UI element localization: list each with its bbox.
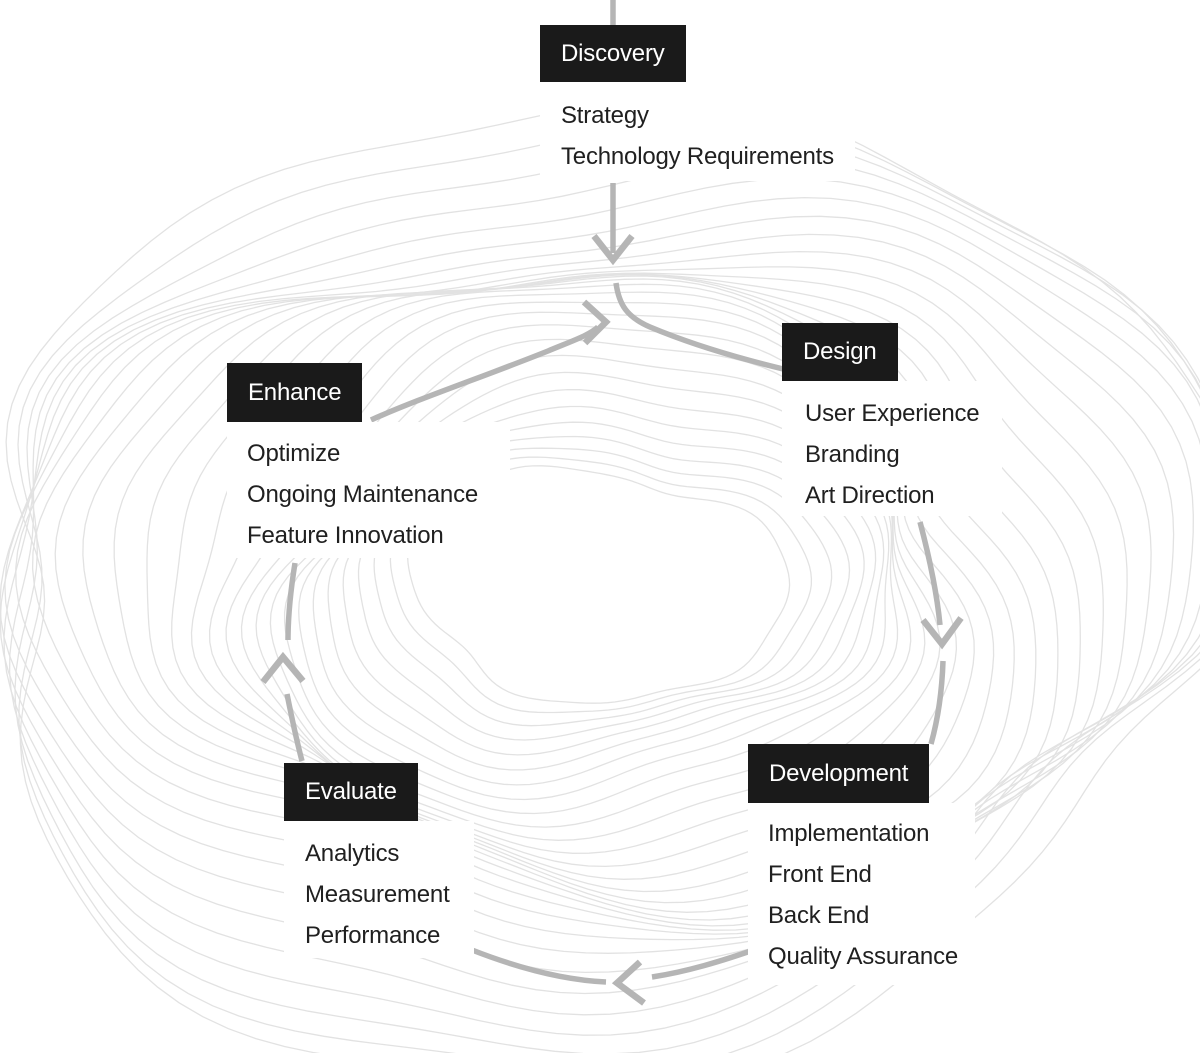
stage-items-evaluate: Analytics Measurement Performance [284,821,474,958]
stage-label-text: Discovery [561,40,665,67]
arrowhead-left-icon [611,959,646,1006]
stage-item: Optimize [247,440,341,467]
arc-enhance-to-top [369,324,600,423]
stage-label-development: Development [748,744,930,803]
contour-line [342,421,865,756]
stage-item: User Experience [805,400,980,427]
arrowhead-down2-icon [920,616,964,650]
stage-item: Implementation [768,820,930,847]
stage-items-design: User Experience Branding Art Direction [782,381,1002,516]
stage-items-development: Implementation Front End Back End Qualit… [748,803,975,985]
stage-label-design: Design [782,323,898,381]
stage-item: Measurement [305,881,450,908]
stage-item: Art Direction [805,482,935,509]
stage-label-text: Enhance [248,379,342,406]
contour-line [312,388,885,786]
contour-line [406,465,791,704]
node-discovery: Discovery Strategy Technology Requiremen… [540,25,855,181]
arrowhead-right-icon [581,299,611,346]
stage-item: Branding [805,441,900,468]
stage-label-evaluate: Evaluate [284,763,418,821]
contour-line [298,371,890,801]
contour-line [389,456,813,714]
arc-design-to-dev-2 [928,660,946,745]
stage-item: Back End [768,902,870,929]
node-enhance: Enhance Optimize Ongoing Maintenance Fea… [227,363,510,558]
node-design: Design User Experience Branding Art Dire… [782,323,1002,516]
node-development: Development Implementation Front End Bac… [748,744,975,985]
stage-items-enhance: Optimize Ongoing Maintenance Feature Inn… [227,422,510,558]
arrowhead-up-icon [260,651,306,685]
stage-item: Performance [305,922,441,949]
arc-dev-to-evaluate-2 [470,947,607,985]
stage-label-discovery: Discovery [540,25,686,82]
arc-evaluate-to-enhance-1 [284,693,305,762]
contour-line [5,96,1200,1053]
stage-label-text: Design [803,338,877,365]
stage-item: Technology Requirements [561,143,834,170]
arc-design-to-dev-1 [917,521,943,626]
stage-item: Feature Innovation [247,522,444,549]
stage-item: Analytics [305,840,400,867]
stage-label-text: Development [769,760,909,787]
node-evaluate: Evaluate Analytics Measurement Performan… [284,763,474,958]
stage-item: Quality Assurance [768,943,959,970]
contour-line [327,405,877,771]
stage-item: Front End [768,861,872,888]
arc-evaluate-to-enhance-2 [285,562,298,641]
contour-line [357,435,851,741]
stage-item: Ongoing Maintenance [247,481,479,508]
contour-line [3,177,1200,1016]
arrowhead-down-icon [591,233,635,266]
stage-label-enhance: Enhance [227,363,363,422]
flow-arrows [260,0,964,1006]
stage-items-discovery: Strategy Technology Requirements [540,82,855,181]
contour-line [15,250,1152,941]
stage-item: Strategy [561,102,649,129]
stage-label-text: Evaluate [305,778,397,805]
contour-line [373,447,833,727]
